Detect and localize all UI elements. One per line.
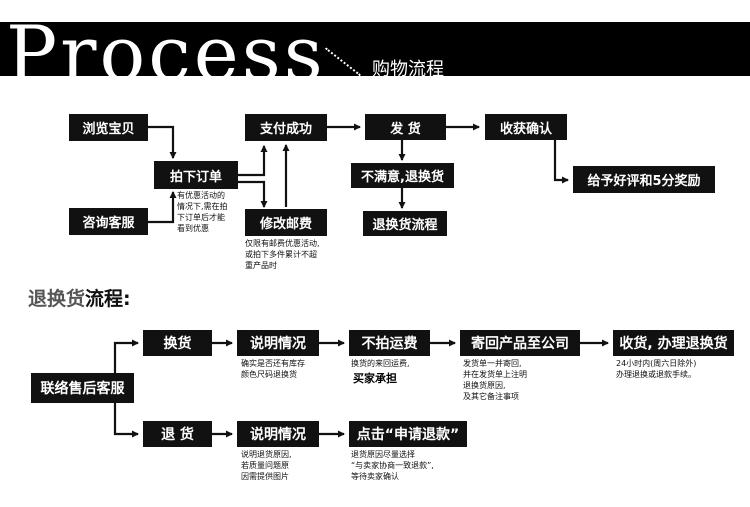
step-refund: 退 货	[143, 421, 212, 447]
step-browse: 浏览宝贝	[69, 114, 148, 141]
apply-refund-note: 退货原因尽量选择“与卖家协商一致退款”, 等待卖家确认	[351, 450, 434, 481]
step-review: 给予好评和5分奖励	[573, 166, 715, 193]
step-confirm: 收获确认	[485, 114, 567, 140]
step-ship: 发 货	[365, 114, 446, 140]
receive-note: 24小时内(周六日除外)办理退换或退款手续。	[616, 359, 697, 379]
step-apply-refund: 点击“申请退款”	[349, 421, 467, 447]
step-explain-exchange: 说明情况	[237, 330, 319, 356]
header-banner: Process 购物流程	[0, 16, 750, 92]
order-note: 有优惠活动的情况下,需在拍 下订单后才能看到优惠	[177, 191, 228, 233]
explain-refund-note: 说明退货原因,若质量问题原 因需提供图片	[241, 450, 292, 481]
step-unsatisfied: 不满意,退换货	[351, 163, 454, 188]
step-consult: 咨询客服	[69, 208, 148, 235]
step-explain-refund: 说明情况	[237, 421, 319, 447]
brand-title: Process	[6, 9, 326, 98]
step-edit-fee: 修改邮费	[245, 209, 327, 236]
page-subtitle: 购物流程	[372, 59, 444, 80]
step-receive: 收货, 办理退换货	[613, 330, 734, 356]
step-send-back: 寄回产品至公司	[460, 330, 580, 356]
send-back-note: 发货单一并寄回,并在发货单上注明 退换货原因,及其它备注事项	[463, 359, 527, 401]
section-title: 退换货流程:	[28, 288, 131, 310]
step-no-cod: 不拍运费	[349, 330, 430, 356]
step-return-flow: 退换货流程	[363, 211, 447, 236]
buyer-pays-stamp: 买家承担	[353, 372, 397, 385]
no-cod-note: 换货的来回运费,	[351, 359, 410, 368]
step-exchange: 换货	[143, 330, 212, 356]
explain-exchange-note: 确实是否还有库存颜色尺码退换货	[241, 359, 305, 379]
step-order: 拍下订单	[154, 161, 238, 189]
edit-fee-note: 仅限有邮费优惠活动,或拍下多件累计不超 重产品时	[245, 239, 320, 270]
step-contact-service: 联络售后客服	[31, 373, 134, 403]
step-paid: 支付成功	[245, 114, 327, 141]
